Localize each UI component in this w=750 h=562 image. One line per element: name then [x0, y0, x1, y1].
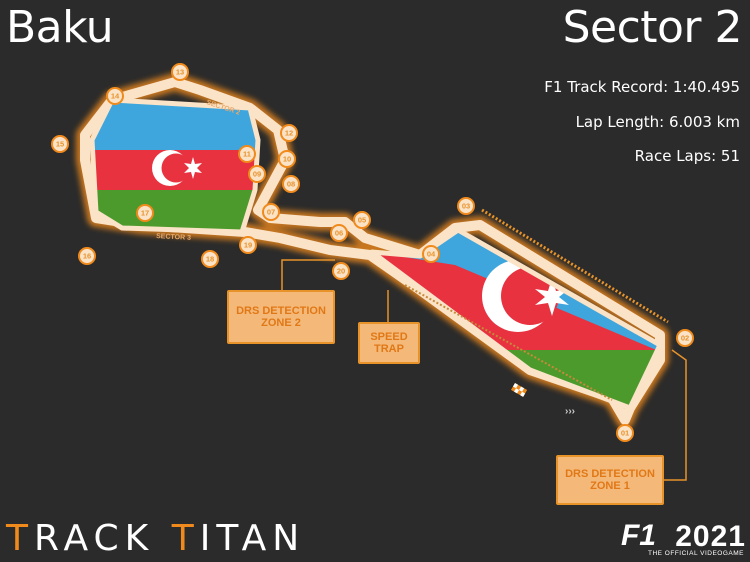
- turn-06: 06: [330, 224, 348, 242]
- turn-18: 18: [201, 250, 219, 268]
- turn-03: 03: [457, 197, 475, 215]
- turn-20: 20: [332, 262, 350, 280]
- turn-19: 19: [239, 236, 257, 254]
- svg-text:05: 05: [358, 216, 366, 225]
- svg-text:01: 01: [621, 429, 629, 438]
- drs-detection-zone-1-box: DRS DETECTION ZONE 1: [556, 455, 664, 505]
- turn-08: 08: [282, 175, 300, 193]
- drs-zone-2-strip: [404, 284, 613, 401]
- drs-zone-1-connector: [664, 349, 687, 481]
- turn-11: 11: [238, 145, 256, 163]
- svg-text:04: 04: [427, 250, 436, 259]
- turn-14: 14: [106, 87, 124, 105]
- turn-05: 05: [353, 211, 371, 229]
- turn-15: 15: [51, 135, 69, 153]
- turn-02: 02: [676, 329, 694, 347]
- turn-01: 01: [616, 424, 634, 442]
- year-2021: 2021: [675, 520, 746, 553]
- turn-13: 13: [171, 63, 189, 81]
- svg-text:03: 03: [462, 202, 470, 211]
- svg-text:20: 20: [337, 267, 345, 276]
- lap-length: Lap Length: 6.003 km: [575, 113, 740, 131]
- race-laps: Race Laps: 51: [634, 147, 740, 165]
- drs-detection-zone-2-box: DRS DETECTION ZONE 2: [227, 290, 335, 344]
- turn-10: 10: [278, 150, 296, 168]
- turn-markers: 01 02 03 04 05 06 07 08 09 10 11 12 13 1…: [51, 63, 694, 442]
- svg-text:08: 08: [287, 180, 295, 189]
- track-outline: [80, 77, 665, 425]
- turn-09: 09: [248, 165, 266, 183]
- turn-16: 16: [78, 247, 96, 265]
- svg-text:18: 18: [206, 255, 214, 264]
- track-record: F1 Track Record: 1:40.495: [544, 78, 740, 96]
- turn-04: 04: [422, 245, 440, 263]
- svg-text:19: 19: [244, 241, 252, 250]
- svg-text:12: 12: [285, 129, 293, 138]
- svg-text:10: 10: [283, 155, 291, 164]
- official-videogame-tagline: THE OFFICIAL VIDEOGAME: [648, 550, 744, 557]
- drs-zone-1-strip: [481, 208, 669, 324]
- svg-text:17: 17: [141, 209, 149, 218]
- turn-07: 07: [262, 203, 280, 221]
- svg-text:11: 11: [243, 150, 251, 159]
- svg-text:14: 14: [111, 92, 120, 101]
- svg-text:13: 13: [176, 68, 184, 77]
- svg-text:02: 02: [681, 334, 689, 343]
- svg-text:09: 09: [253, 170, 261, 179]
- start-finish-flag: [511, 383, 528, 397]
- sector-title: Sector 2: [562, 2, 743, 53]
- turn-12: 12: [280, 124, 298, 142]
- svg-text:16: 16: [83, 252, 91, 261]
- turn-17: 17: [136, 204, 154, 222]
- speed-trap-box: SPEED TRAP: [358, 322, 420, 364]
- svg-text:15: 15: [56, 140, 64, 149]
- sector-3-label: SECTOR 3: [156, 233, 191, 242]
- direction-arrows-icon: ›››: [565, 406, 575, 417]
- svg-text:07: 07: [267, 208, 275, 217]
- drs-zone-2-connector: [281, 259, 335, 290]
- svg-text:06: 06: [335, 229, 343, 238]
- flag-old-city: [92, 100, 258, 232]
- track-titan-logo: TRACK TITAN: [6, 518, 306, 559]
- f1-logo: F1: [620, 519, 656, 552]
- circuit-name: Baku: [6, 2, 114, 53]
